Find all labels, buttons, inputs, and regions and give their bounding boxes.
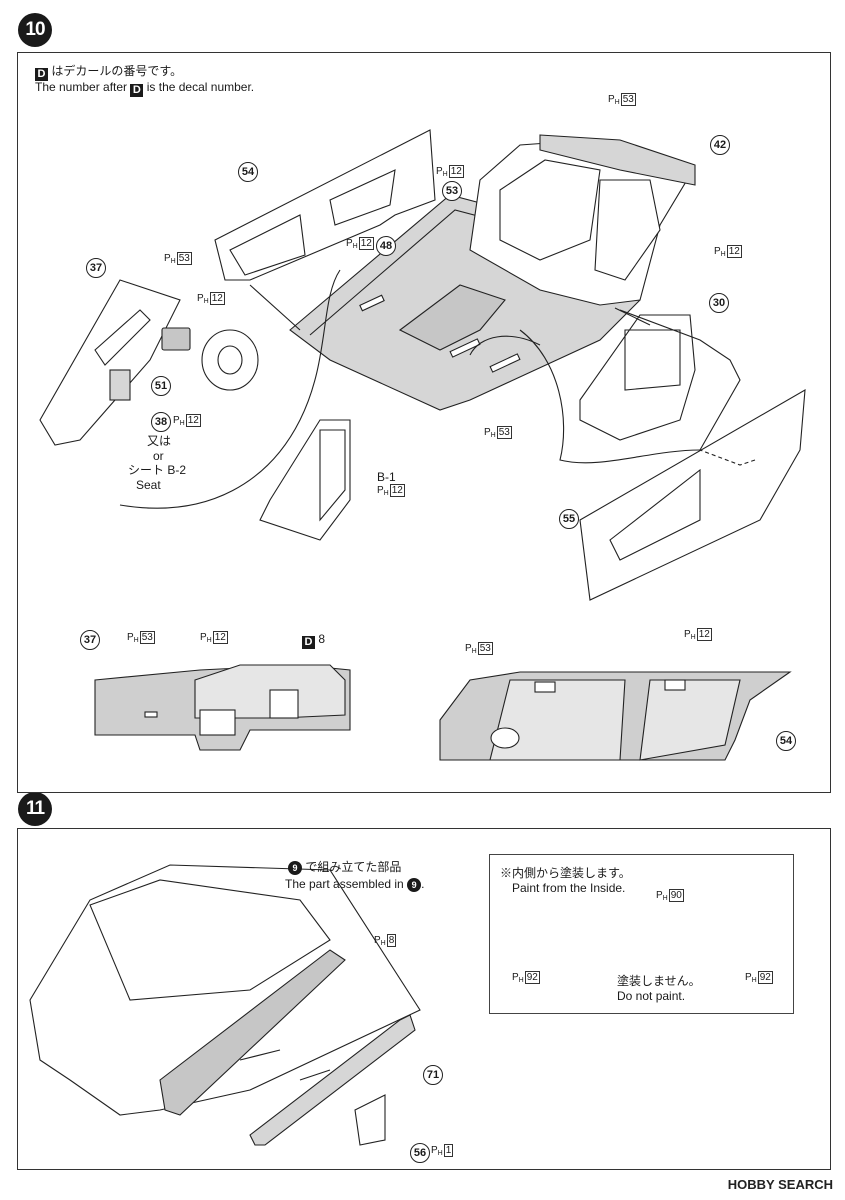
part-56-label: 56 bbox=[410, 1143, 430, 1163]
inset-box bbox=[489, 854, 794, 1014]
decal-note-jp: D はデカールの番号です。 bbox=[35, 64, 182, 81]
part-54-label: 54 bbox=[238, 162, 258, 182]
part-30-label: 30 bbox=[709, 293, 729, 313]
decal-d-icon: D bbox=[35, 68, 48, 81]
seat-jp: シート B-2 bbox=[128, 463, 187, 477]
part-38-label: 38 bbox=[151, 412, 171, 432]
watermark: HOBBY SEARCH bbox=[727, 1177, 833, 1192]
alt-jp: 又は bbox=[147, 434, 172, 448]
part-54-detail-label: 54 bbox=[776, 731, 796, 751]
door-panel-54 bbox=[214, 129, 436, 281]
part-71-label: 71 bbox=[423, 1065, 443, 1085]
part-55-label: 55 bbox=[559, 509, 579, 529]
part-37-detail-label: 37 bbox=[80, 630, 100, 650]
decal-d-icon: D bbox=[130, 84, 144, 97]
assembled-note-jp: 9 で組み立てた部品 bbox=[288, 860, 401, 875]
decal-8-label: D 8 bbox=[302, 632, 325, 649]
inset-note-en: Paint from the Inside. bbox=[512, 881, 626, 895]
car-rear-body bbox=[29, 864, 421, 1116]
part-48-label: 48 bbox=[376, 236, 396, 256]
step-9-ref-icon: 9 bbox=[407, 878, 422, 892]
assembled-note-en: The part assembled in 9. bbox=[285, 877, 425, 892]
door-panel-55 bbox=[579, 388, 806, 601]
bucket-seat bbox=[259, 419, 351, 541]
part-42-label: 42 bbox=[710, 135, 730, 155]
part-53-label: 53 bbox=[442, 181, 462, 201]
rear-bumper-71 bbox=[249, 1014, 416, 1146]
alt-en: or bbox=[153, 449, 164, 463]
no-paint-jp: 塗装しません。 bbox=[617, 974, 701, 988]
step-10-badge: 10 bbox=[18, 13, 52, 47]
decal-note-en: The number after D is the decal number. bbox=[35, 80, 255, 97]
dashboard-37 bbox=[39, 279, 181, 446]
part-37-label: 37 bbox=[86, 258, 106, 278]
seat-b1: B-1 bbox=[377, 470, 396, 484]
no-paint-en: Do not paint. bbox=[617, 989, 686, 1003]
front-seat-30 bbox=[579, 314, 696, 441]
decal-d-icon: D bbox=[302, 636, 315, 649]
inset-note-jp: ※内側から塗装します。 bbox=[500, 866, 631, 880]
license-plate-56 bbox=[354, 1094, 386, 1146]
step-9-ref-icon: 9 bbox=[288, 861, 302, 875]
part-51-label: 51 bbox=[151, 376, 171, 396]
seat-en: Seat bbox=[136, 478, 161, 492]
step-11-badge: 11 bbox=[18, 792, 52, 826]
